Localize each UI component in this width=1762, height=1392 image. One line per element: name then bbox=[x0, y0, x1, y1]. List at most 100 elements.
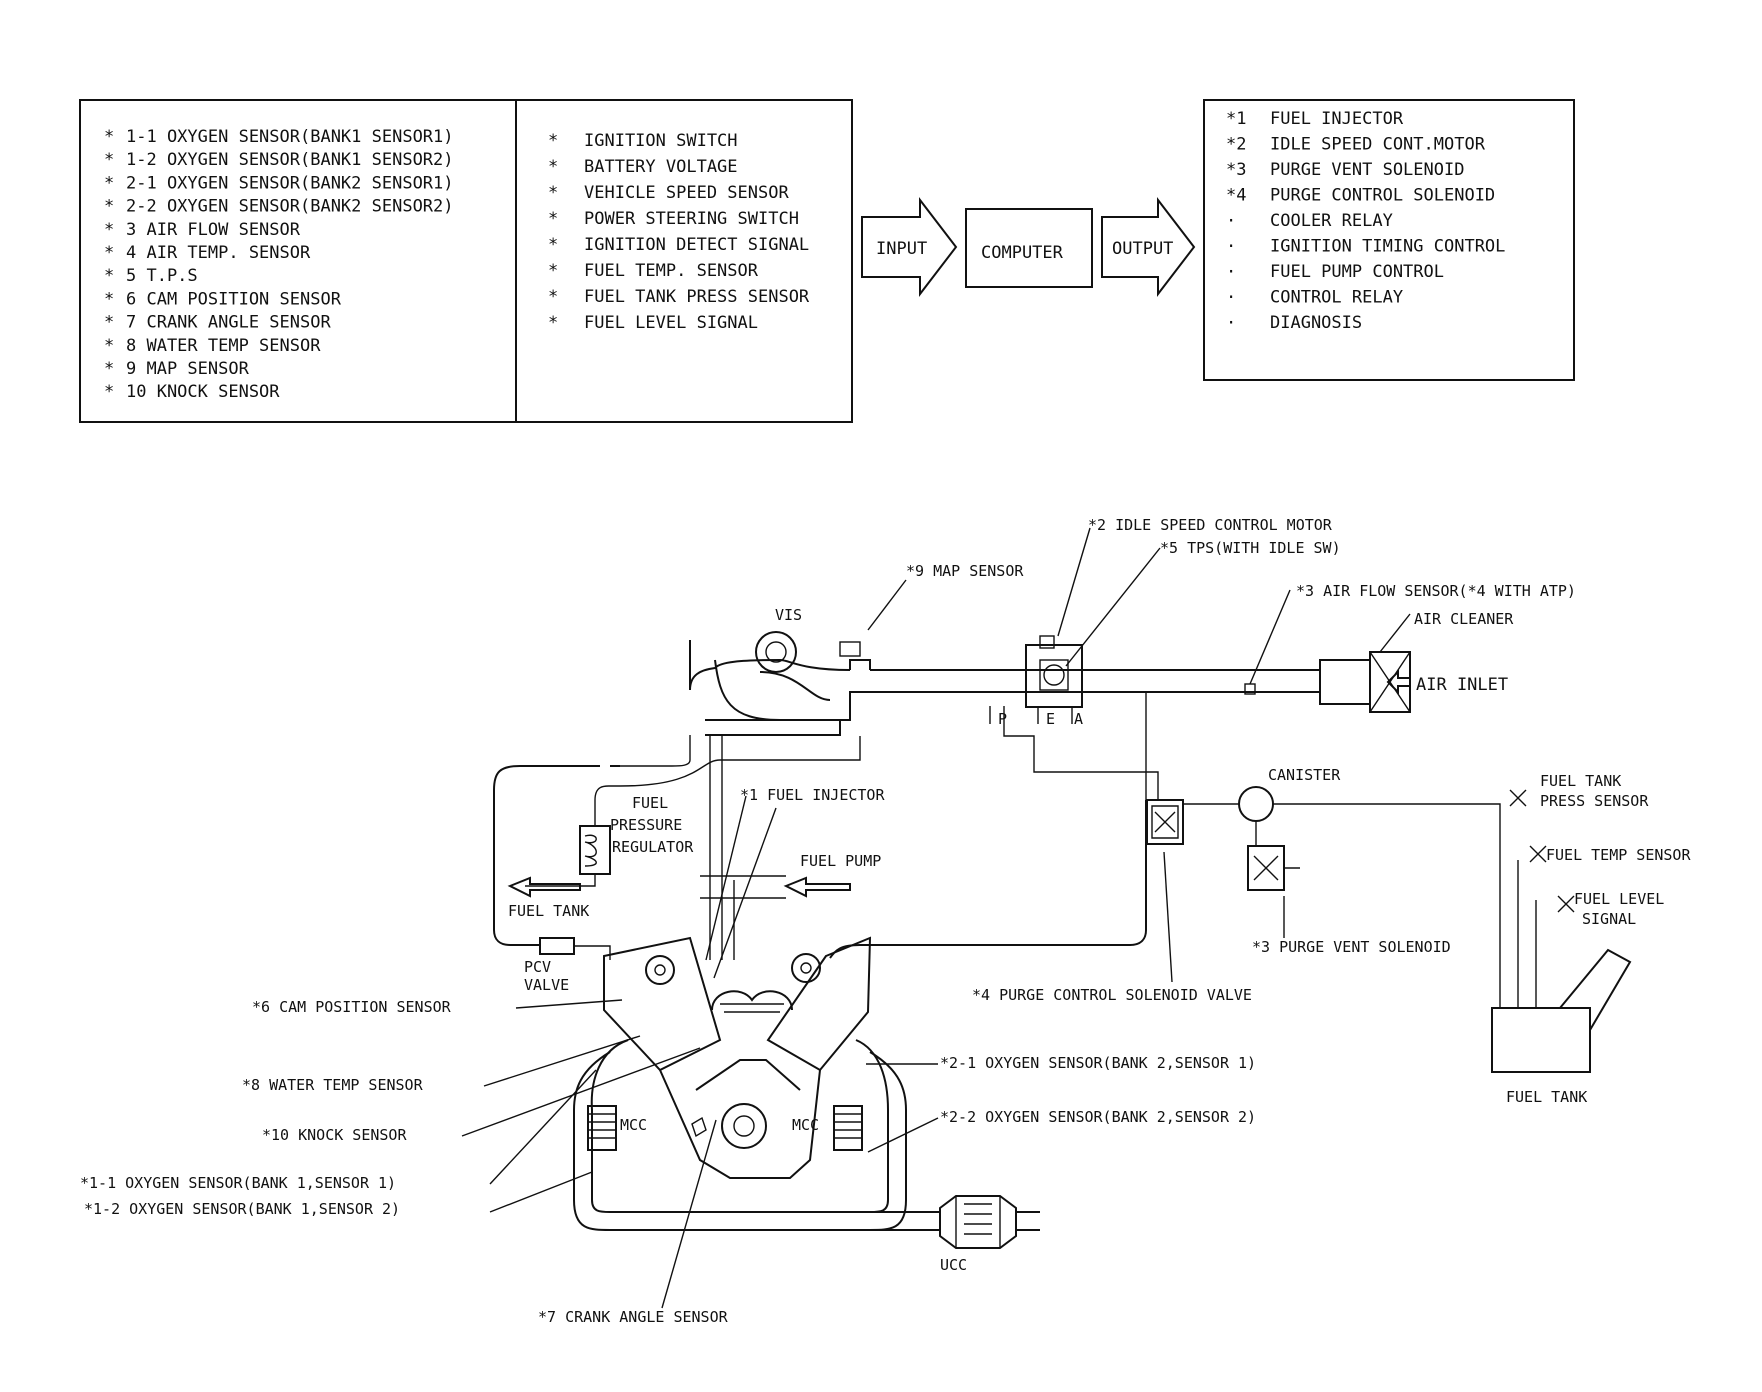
output-item-label: IGNITION TIMING CONTROL bbox=[1270, 237, 1505, 257]
v-engine bbox=[573, 936, 1040, 1249]
input-left-item-mark: * bbox=[104, 220, 114, 240]
input-left-item-label: 9 MAP SENSOR bbox=[126, 359, 250, 379]
input-right-item-mark: * bbox=[548, 209, 558, 229]
label-mcc-right: MCC bbox=[792, 1116, 819, 1134]
input-left-item-mark: * bbox=[104, 243, 114, 263]
label-tps: *5 TPS(WITH IDLE SW) bbox=[1160, 539, 1341, 557]
output-arrow-label: OUTPUT bbox=[1112, 239, 1173, 259]
label-pcv-1: PCV bbox=[524, 958, 551, 976]
input-left-item-label: 3 AIR FLOW SENSOR bbox=[126, 220, 301, 240]
output-item-mark: *2 bbox=[1226, 135, 1246, 155]
input-left-item-label: 8 WATER TEMP SENSOR bbox=[126, 336, 321, 356]
input-right-item-label: IGNITION DETECT SIGNAL bbox=[584, 235, 809, 255]
output-item-label: COOLER RELAY bbox=[1270, 211, 1393, 231]
label-fuel-tank-bottom: FUEL TANK bbox=[1506, 1088, 1587, 1106]
label-fpr-3: REGULATOR bbox=[612, 838, 694, 856]
label-fpr-2: PRESSURE bbox=[610, 816, 682, 834]
input-left-item-label: 1-2 OXYGEN SENSOR(BANK1 SENSOR2) bbox=[126, 150, 454, 170]
label-fuel-tank-press-1: FUEL TANK bbox=[1540, 772, 1621, 790]
input-left-item-label: 2-2 OXYGEN SENSOR(BANK2 SENSOR2) bbox=[126, 197, 454, 217]
label-fuel-pump: FUEL PUMP bbox=[800, 852, 881, 870]
label-purge-vent: *3 PURGE VENT SOLENOID bbox=[1252, 938, 1451, 956]
computer-label: COMPUTER bbox=[981, 243, 1064, 263]
label-idle-speed-motor: *2 IDLE SPEED CONTROL MOTOR bbox=[1088, 516, 1333, 534]
output-item-mark: *1 bbox=[1226, 109, 1246, 129]
input-left-item-mark: * bbox=[104, 197, 114, 217]
input-left-item-mark: * bbox=[104, 173, 114, 193]
label-pcv-2: VALVE bbox=[524, 976, 569, 994]
input-right-item-label: VEHICLE SPEED SENSOR bbox=[584, 183, 789, 203]
output-item-mark: · bbox=[1226, 211, 1236, 231]
input-left-item-label: 6 CAM POSITION SENSOR bbox=[126, 289, 342, 309]
output-item-mark: · bbox=[1226, 313, 1236, 333]
input-right-item-mark: * bbox=[548, 287, 558, 307]
input-left-item-label: 4 AIR TEMP. SENSOR bbox=[126, 243, 311, 263]
input-right-item-mark: * bbox=[548, 183, 558, 203]
label-ucc: UCC bbox=[940, 1256, 967, 1274]
input-left-item-mark: * bbox=[104, 359, 114, 379]
label-o2-2-2: *2-2 OXYGEN SENSOR(BANK 2,SENSOR 2) bbox=[940, 1108, 1256, 1126]
input-left-item-label: 2-1 OXYGEN SENSOR(BANK2 SENSOR1) bbox=[126, 173, 454, 193]
intake-system bbox=[689, 631, 1411, 800]
output-item-label: PURGE VENT SOLENOID bbox=[1270, 160, 1464, 180]
input-right-item-label: FUEL TEMP. SENSOR bbox=[584, 261, 759, 281]
input-list-left: * 1-1 OXYGEN SENSOR(BANK1 SENSOR1) * 1-2 OX… bbox=[104, 127, 454, 402]
output-item-label: CONTROL RELAY bbox=[1270, 288, 1403, 308]
input-left-item-label: 1-1 OXYGEN SENSOR(BANK1 SENSOR1) bbox=[126, 127, 454, 147]
output-list: *1 FUEL INJECTOR *2 IDLE SPEED CONT.MOTOR *3… bbox=[1226, 109, 1505, 333]
input-right-item-mark: * bbox=[548, 313, 558, 333]
output-item-mark: *3 bbox=[1226, 160, 1246, 180]
label-cam-position: *6 CAM POSITION SENSOR bbox=[252, 998, 452, 1016]
label-fuel-tank-press-2: PRESS SENSOR bbox=[1540, 792, 1649, 810]
label-canister: CANISTER bbox=[1268, 766, 1341, 784]
label-air-inlet: AIR INLET bbox=[1416, 675, 1508, 695]
label-o2-1-1: *1-1 OXYGEN SENSOR(BANK 1,SENSOR 1) bbox=[80, 1174, 396, 1192]
input-left-item-mark: * bbox=[104, 336, 114, 356]
label-map-sensor: *9 MAP SENSOR bbox=[906, 562, 1024, 580]
label-air-flow-sensor: *3 AIR FLOW SENSOR(*4 WITH ATP) bbox=[1296, 582, 1576, 600]
label-fuel-level-2: SIGNAL bbox=[1582, 910, 1636, 928]
label-purge-control: *4 PURGE CONTROL SOLENOID VALVE bbox=[972, 986, 1252, 1004]
output-box bbox=[1203, 99, 1575, 381]
label-air-cleaner: AIR CLEANER bbox=[1414, 610, 1514, 628]
input-right-item-mark: * bbox=[548, 157, 558, 177]
label-port-a: A bbox=[1074, 710, 1083, 728]
input-left-item-mark: * bbox=[104, 382, 114, 402]
fuel-and-vapor-lines bbox=[493, 735, 1632, 1073]
output-item-mark: · bbox=[1226, 262, 1236, 282]
output-item-mark: *4 bbox=[1226, 186, 1246, 206]
input-left-item-mark: * bbox=[104, 266, 114, 286]
label-mcc-left: MCC bbox=[620, 1116, 647, 1134]
input-right-item-label: BATTERY VOLTAGE bbox=[584, 157, 738, 177]
output-item-mark: · bbox=[1226, 288, 1236, 308]
label-o2-2-1: *2-1 OXYGEN SENSOR(BANK 2,SENSOR 1) bbox=[940, 1054, 1256, 1072]
input-left-item-mark: * bbox=[104, 127, 114, 147]
leader-lines bbox=[461, 527, 1411, 1309]
label-crank-angle: *7 CRANK ANGLE SENSOR bbox=[538, 1308, 729, 1326]
diagram-labels: *2 IDLE SPEED CONTROL MOTOR *5 TPS(WITH … bbox=[80, 516, 1691, 1326]
input-left-item-label: 5 T.P.S bbox=[126, 266, 198, 286]
input-right-item-label: POWER STEERING SWITCH bbox=[584, 209, 799, 229]
input-arrow: INPUT bbox=[861, 197, 958, 297]
label-vis: VIS bbox=[775, 606, 802, 624]
computer-box: COMPUTER bbox=[965, 208, 1093, 288]
label-port-p: P bbox=[998, 710, 1007, 728]
output-item-label: IDLE SPEED CONT.MOTOR bbox=[1270, 135, 1486, 155]
label-water-temp: *8 WATER TEMP SENSOR bbox=[242, 1076, 424, 1094]
output-arrow: OUTPUT bbox=[1101, 197, 1196, 297]
input-right-item-label: FUEL LEVEL SIGNAL bbox=[584, 313, 758, 333]
output-item-mark: · bbox=[1226, 237, 1236, 257]
label-knock: *10 KNOCK SENSOR bbox=[262, 1126, 407, 1144]
output-item-label: PURGE CONTROL SOLENOID bbox=[1270, 186, 1495, 206]
output-item-label: FUEL PUMP CONTROL bbox=[1270, 262, 1444, 282]
label-o2-1-2: *1-2 OXYGEN SENSOR(BANK 1,SENSOR 2) bbox=[84, 1200, 400, 1218]
label-fpr-1: FUEL bbox=[632, 794, 668, 812]
input-left-item-mark: * bbox=[104, 313, 114, 333]
label-fuel-injector: *1 FUEL INJECTOR bbox=[740, 786, 885, 804]
output-item-label: FUEL INJECTOR bbox=[1270, 109, 1404, 129]
input-right-item-mark: * bbox=[548, 261, 558, 281]
label-port-e: E bbox=[1046, 710, 1055, 728]
label-fuel-level-1: FUEL LEVEL bbox=[1574, 890, 1664, 908]
input-left-item-mark: * bbox=[104, 289, 114, 309]
